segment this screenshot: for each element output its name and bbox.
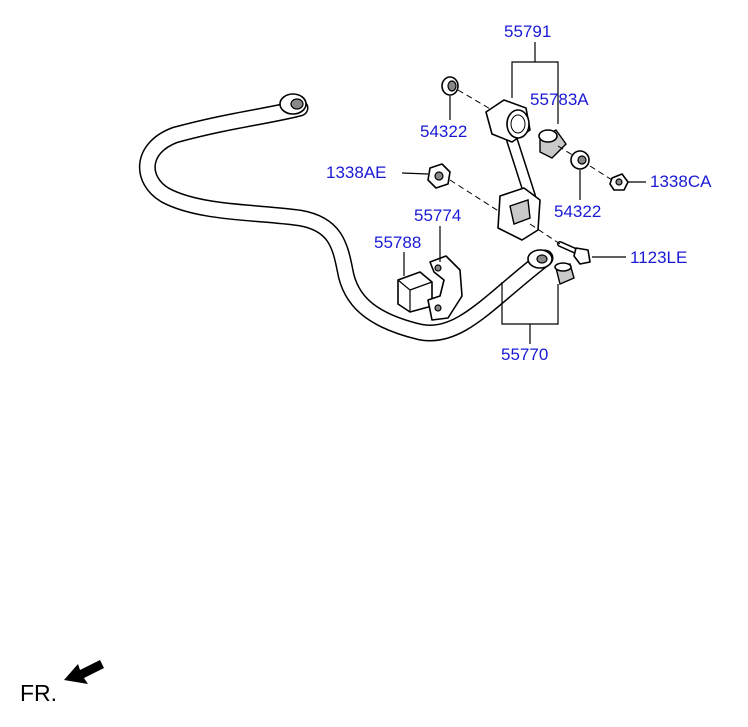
label-55774[interactable]: 55774: [414, 206, 462, 225]
bolt-1123LE[interactable]: [557, 241, 591, 265]
label-54322-right[interactable]: 54322: [554, 202, 602, 221]
nut-1338CA[interactable]: [609, 173, 629, 191]
front-direction-label: FR.: [20, 680, 58, 706]
label-1123LE[interactable]: 1123LE: [630, 248, 688, 267]
front-direction-arrow-icon: [64, 660, 104, 684]
washer-54322-top[interactable]: [441, 76, 459, 96]
bushing-55788[interactable]: [397, 271, 433, 313]
bushing-55770[interactable]: [554, 262, 575, 285]
label-1338CA[interactable]: 1338CA: [650, 172, 712, 191]
bracket-55774[interactable]: [427, 255, 463, 321]
nut-1338AE[interactable]: [427, 163, 451, 189]
washer-54322-right[interactable]: [570, 150, 590, 170]
label-55788[interactable]: 55788: [374, 233, 422, 252]
label-55770[interactable]: 55770: [501, 345, 549, 364]
label-55783A[interactable]: 55783A: [530, 90, 589, 109]
bushing-55783A[interactable]: [538, 129, 567, 159]
label-55791[interactable]: 55791: [504, 22, 552, 41]
label-1338AE[interactable]: 1338AE: [326, 163, 387, 182]
label-54322-top[interactable]: 54322: [420, 122, 468, 141]
stabilizer-bar[interactable]: [139, 93, 554, 342]
stabilizer-link-55791[interactable]: [485, 99, 541, 241]
leader-lines: [401, 42, 646, 344]
assembly-lines: [449, 89, 613, 245]
